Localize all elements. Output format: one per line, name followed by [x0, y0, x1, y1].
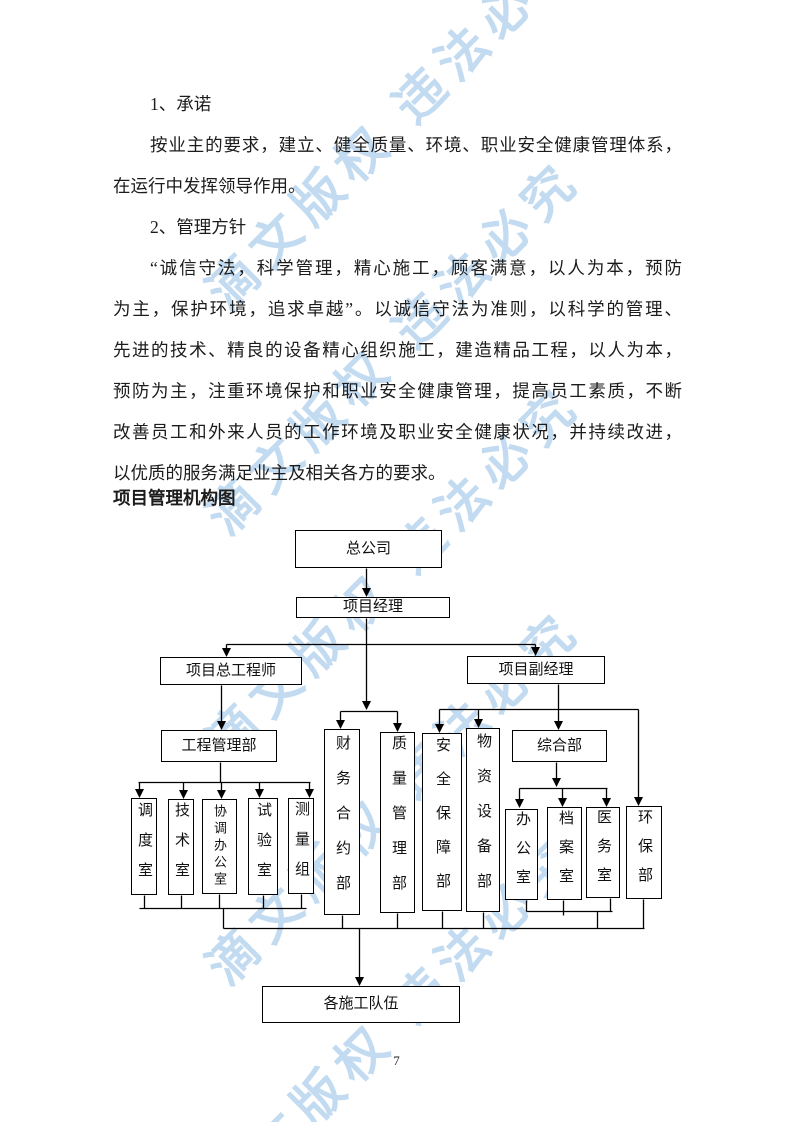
- org-node-wuzi-shebei-bu: 物资设备部: [466, 728, 500, 912]
- text-line: 1、承诺: [150, 94, 212, 114]
- body-text: 1、承诺 按业主的要求，建立、健全质量、环境、职业安全健康管理体系， 在运行中发…: [113, 84, 682, 494]
- arrowhead-icon: [634, 797, 643, 806]
- org-node-xiangmu-jingli: 项目经理: [296, 597, 450, 618]
- org-node-anquan-baozhang-bu: 安全保障部: [422, 733, 462, 911]
- arrowhead-icon: [305, 789, 314, 798]
- org-node-xiangmu-fu-jingli: 项目副经理: [467, 656, 605, 684]
- arrowhead-icon: [393, 723, 402, 732]
- arrowhead-icon: [435, 724, 444, 733]
- arrowhead-icon: [362, 588, 371, 597]
- text-line: 以优质的服务满足业主及相关各方的要求。: [113, 463, 446, 483]
- org-node-zong-gongsi: 总公司: [295, 530, 442, 568]
- org-node-gongcheng-guanli-bu: 工程管理部: [161, 730, 277, 762]
- arrowhead-icon: [336, 720, 345, 729]
- page-number: 7: [393, 1053, 400, 1068]
- arrowhead-icon: [355, 977, 364, 986]
- org-node-zhiliang-guanli-bu: 质量管理部: [380, 732, 415, 913]
- org-node-xiangmu-zong-gongchengshi: 项目总工程师: [160, 657, 302, 685]
- arrowhead-icon: [552, 778, 561, 787]
- org-node-bangong-shi: 办公室: [505, 809, 538, 900]
- arrowhead-icon: [558, 798, 567, 807]
- arrowhead-icon: [531, 647, 540, 656]
- org-node-zonghe-bu: 综合部: [512, 730, 607, 762]
- text-line: 预防为主，注重环境保护和职业安全健康管理，提高员工素质，不断: [113, 381, 682, 401]
- arrowhead-icon: [602, 798, 611, 807]
- org-node-diaodu-shi: 调度室: [131, 798, 157, 895]
- org-node-jishu-shi: 技术室: [168, 799, 194, 895]
- text-line: 2、管理方针: [150, 217, 247, 237]
- org-node-ge-shigong-duiwu: 各施工队伍: [262, 986, 460, 1023]
- org-node-yiwu-shi: 医务室: [586, 807, 620, 898]
- arrowhead-icon: [515, 799, 524, 808]
- arrowhead-icon: [255, 789, 264, 798]
- arrowhead-icon: [362, 701, 371, 710]
- text-line: 在运行中发挥领导作用。: [113, 176, 306, 196]
- text-line: 先进的技术、精良的设备精心组织施工，建造精品工程，以人为本，: [113, 340, 682, 360]
- org-node-shiyan-shi: 试验室: [248, 798, 278, 895]
- text-line: 为主，保护环境，追求卓越”。以诚信守法为准则，以科学的管理、: [113, 299, 682, 319]
- org-node-celiang-zu: 测量组: [288, 798, 314, 894]
- org-node-caiwu-heyue-bu: 财务合约部: [324, 729, 360, 915]
- org-node-dangan-shi: 档案室: [547, 807, 582, 900]
- text-line: “诚信守法，科学管理，精心施工，顾客满意，以人为本，预防: [150, 258, 682, 278]
- arrowhead-icon: [179, 790, 188, 799]
- arrowhead-icon: [135, 789, 144, 798]
- section-heading: 项目管理机构图: [113, 488, 236, 508]
- text-line: 改善员工和外来人员的工作环境及职业安全健康状况，并持续改进，: [113, 422, 682, 442]
- org-node-huanbao-bu: 环保部: [626, 806, 662, 899]
- arrowhead-icon: [554, 721, 563, 730]
- arrowhead-icon: [217, 790, 226, 799]
- arrowhead-icon: [222, 648, 231, 657]
- arrowhead-icon: [217, 721, 226, 730]
- org-node-xietiao-bangongshi: 协调办公室: [202, 799, 237, 894]
- text-line: 按业主的要求，建立、健全质量、环境、职业安全健康管理体系，: [150, 135, 682, 155]
- arrowhead-icon: [474, 719, 483, 728]
